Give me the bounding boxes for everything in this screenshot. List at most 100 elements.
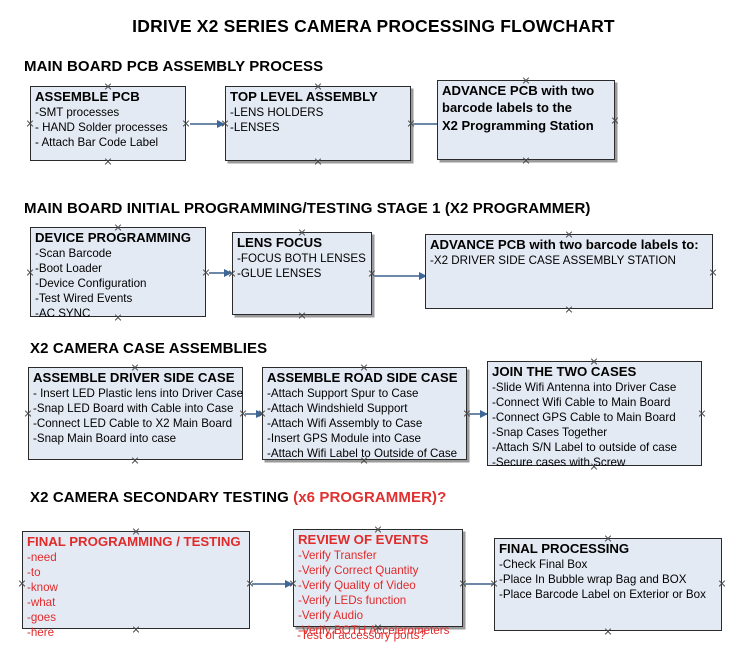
arrow-shaft <box>190 123 224 125</box>
box-title: LENS FOCUS <box>237 235 322 250</box>
arrow-head-icon <box>217 119 225 128</box>
box-advance-pcb-1[interactable]: ADVANCE PCB with two barcode labels to t… <box>437 80 615 160</box>
box-line: -Connect Wifi Cable to Main Board <box>492 396 671 409</box>
arrow-shaft <box>209 272 231 274</box>
connector-arrow <box>209 268 232 277</box>
arrow-shaft <box>252 583 292 585</box>
box-line: -Attach Wifi Label to Outside of Case <box>267 447 458 460</box>
section-heading-4-accent: (x6 PROGRAMMER)? <box>293 489 447 506</box>
box-content: FINAL PROGRAMMING / TESTING -need -to -k… <box>27 534 247 640</box>
box-line: X2 Programming Station <box>442 118 594 133</box>
box-title: ADVANCE PCB with two barcode labels to: <box>430 237 699 252</box>
box-advance-pcb-2[interactable]: ADVANCE PCB with two barcode labels to: … <box>425 234 713 309</box>
connector-arrow <box>469 409 488 418</box>
box-line: -Secure cases with Screw <box>492 456 626 469</box>
box-line: -Snap LED Board with Cable into Case <box>33 402 234 415</box>
box-line: -what <box>27 596 56 609</box>
box-line: - Insert LED Plastic lens into Driver Ca… <box>33 387 244 400</box>
box-title: ASSEMBLE PCB <box>35 89 140 104</box>
box-line: -Slide Wifi Antenna into Driver Case <box>492 381 677 394</box>
box-line: -LENSES <box>230 121 280 134</box>
box-title: FINAL PROCESSING <box>499 541 630 556</box>
box-assemble-road-side-case[interactable]: ASSEMBLE ROAD SIDE CASE -Attach Support … <box>262 367 467 460</box>
connector-arrow <box>245 409 264 418</box>
box-line: -Scan Barcode <box>35 247 112 260</box>
box-line: -Snap Cases Together <box>492 426 608 439</box>
box-line: -Connect GPS Cable to Main Board <box>492 411 676 424</box>
box-line: -Verify LEDs function <box>298 594 407 607</box>
box-final-programming-testing[interactable]: FINAL PROGRAMMING / TESTING -need -to -k… <box>22 531 250 639</box>
section-heading-4-text: X2 CAMERA SECONDARY TESTING <box>30 489 294 506</box>
box-line: -Boot Loader <box>35 262 103 275</box>
box-line: -Insert GPS Module into Case <box>267 432 422 445</box>
box-line: -Check Final Box <box>499 558 588 571</box>
section-heading-3: X2 CAMERA CASE ASSEMBLIES <box>30 340 268 357</box>
box-content: JOIN THE TWO CASES -Slide Wifi Antenna i… <box>492 364 699 470</box>
section-heading-4: X2 CAMERA SECONDARY TESTING (x6 PROGRAMM… <box>30 489 446 506</box>
box-title: TOP LEVEL ASSEMBLY <box>230 89 378 104</box>
box-content: LENS FOCUS -FOCUS BOTH LENSES -GLUE LENS… <box>237 235 369 281</box>
box-line: - HAND Solder processes <box>35 121 168 134</box>
box-line: -AC SYNC <box>35 307 91 320</box>
connector-arrow <box>252 579 293 588</box>
box-line: - Attach Bar Code Label <box>35 136 159 149</box>
box-line: -X2 DRIVER SIDE CASE ASSEMBLY STATION <box>430 254 676 267</box>
box-line: barcode labels to the <box>442 100 573 115</box>
box-line: -Verify Quality of Video <box>298 579 416 592</box>
arrow-shaft <box>374 275 426 277</box>
box-final-processing[interactable]: FINAL PROCESSING -Check Final Box -Place… <box>494 538 722 631</box>
arrow-head-icon <box>285 579 293 588</box>
arrow-shaft <box>245 413 263 415</box>
arrow-head-icon <box>224 268 232 277</box>
box-line: -Verify Transfer <box>298 549 377 562</box>
box-top-level-assembly[interactable]: TOP LEVEL ASSEMBLY -LENS HOLDERS -LENSES <box>225 86 411 161</box>
box-join-the-two-cases[interactable]: JOIN THE TWO CASES -Slide Wifi Antenna i… <box>487 361 702 469</box>
connector-arrow <box>374 271 427 280</box>
connector-arrow <box>190 119 225 128</box>
box-assemble-pcb[interactable]: ASSEMBLE PCB -SMT processes - HAND Solde… <box>30 86 186 161</box>
box-content: ASSEMBLE DRIVER SIDE CASE - Insert LED P… <box>33 370 244 446</box>
section-heading-1: MAIN BOARD PCB ASSEMBLY PROCESS <box>24 58 324 75</box>
box-line: -to <box>27 566 41 579</box>
box-line: -LENS HOLDERS <box>230 106 324 119</box>
box-line: -here <box>27 626 55 639</box>
box-title: ADVANCE PCB with two <box>442 83 595 98</box>
arrow-head-icon <box>256 409 264 418</box>
box-assemble-driver-side-case[interactable]: ASSEMBLE DRIVER SIDE CASE - Insert LED P… <box>28 367 243 460</box>
arrow-head-icon <box>419 271 427 280</box>
box-line: -FOCUS BOTH LENSES <box>237 252 366 265</box>
arrow-shaft <box>469 413 487 415</box>
box-title: DEVICE PROGRAMMING <box>35 230 192 245</box>
section-heading-2: MAIN BOARD INITIAL PROGRAMMING/TESTING S… <box>24 200 591 217</box>
box-line: -know <box>27 581 58 594</box>
box-line: -need <box>27 551 57 564</box>
box-title: REVIEW OF EVENTS <box>298 532 429 547</box>
box-title: JOIN THE TWO CASES <box>492 364 637 379</box>
arrow-head-icon <box>480 409 488 418</box>
box-content: ADVANCE PCB with two barcode labels to t… <box>442 83 612 135</box>
box-line: -Connect LED Cable to X2 Main Board <box>33 417 233 430</box>
box-content: ADVANCE PCB with two barcode labels to: … <box>430 237 710 268</box>
box-line: -Device Configuration <box>35 277 147 290</box>
box-line: -Attach Wifi Assembly to Case <box>267 417 423 430</box>
box-content: REVIEW OF EVENTS -Verify Transfer -Verif… <box>298 532 460 638</box>
box-content: TOP LEVEL ASSEMBLY -LENS HOLDERS -LENSES <box>230 89 408 135</box>
box-line: -Snap Main Board into case <box>33 432 177 445</box>
arrow-shaft <box>413 123 446 125</box>
box-overflow-line: -Test of accessory ports? <box>297 629 426 642</box>
box-device-programming[interactable]: DEVICE PROGRAMMING -Scan Barcode -Boot L… <box>30 227 206 320</box>
box-content: ASSEMBLE PCB -SMT processes - HAND Solde… <box>35 89 183 150</box>
box-content: DEVICE PROGRAMMING -Scan Barcode -Boot L… <box>35 230 203 321</box>
box-line: -Attach Support Spur to Case <box>267 387 419 400</box>
box-line: -Place In Bubble wrap Bag and BOX <box>499 573 687 586</box>
page-title: IDRIVE X2 SERIES CAMERA PROCESSING FLOWC… <box>132 16 615 36</box>
box-title: FINAL PROGRAMMING / TESTING <box>27 534 241 549</box>
box-lens-focus[interactable]: LENS FOCUS -FOCUS BOTH LENSES -GLUE LENS… <box>232 232 372 315</box>
box-line: -goes <box>27 611 57 624</box>
box-review-of-events[interactable]: REVIEW OF EVENTS -Verify Transfer -Verif… <box>293 529 463 637</box>
box-title: ASSEMBLE DRIVER SIDE CASE <box>33 370 235 385</box>
arrow-shaft <box>465 583 505 585</box>
box-line: -Verify Audio <box>298 609 364 622</box>
box-title: ASSEMBLE ROAD SIDE CASE <box>267 370 458 385</box>
